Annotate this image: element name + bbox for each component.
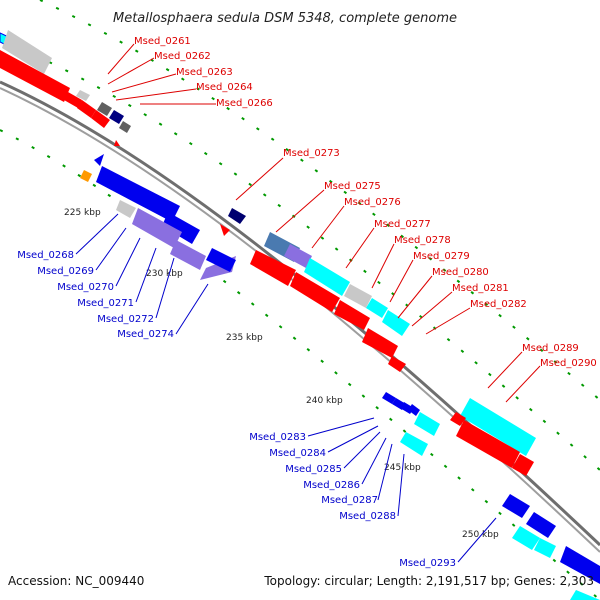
gene-label: Msed_0283	[249, 432, 306, 443]
gene-label: Msed_0274	[117, 329, 174, 340]
gene-labels-bottom: Msed_0268 Msed_0269 Msed_0270 Msed_0271 …	[17, 250, 456, 569]
accession-text: Accession: NC_009440	[8, 574, 144, 588]
gene-label: Msed_0281	[452, 283, 509, 294]
scale-label: 225 kbp	[64, 208, 101, 218]
leader-lines-top	[107, 43, 541, 403]
gene-label: Msed_0271	[77, 298, 134, 309]
gene-label: Msed_0278	[394, 235, 451, 246]
genes-bottom-right	[502, 494, 600, 600]
gene-label: Msed_0277	[374, 219, 431, 230]
gene-label: Msed_0286	[303, 480, 360, 491]
scale-label: 230 kbp	[146, 269, 183, 279]
gene-label: Msed_0287	[321, 495, 378, 506]
gene-label: Msed_0263	[176, 67, 233, 78]
gene-label: Msed_0273	[283, 148, 340, 159]
scale-label: 250 kbp	[462, 530, 499, 540]
gene-labels-top: Msed_0261 Msed_0262 Msed_0263 Msed_0264 …	[134, 36, 597, 369]
scale-label: 235 kbp	[226, 333, 263, 343]
gene-label: Msed_0276	[344, 197, 401, 208]
genes-mid-left	[80, 154, 246, 280]
gene-label: Msed_0284	[269, 448, 326, 459]
gene-label: Msed_0275	[324, 181, 381, 192]
gene-label: Msed_0269	[37, 266, 94, 277]
gene-label: Msed_0288	[339, 511, 396, 522]
gene-label: Msed_0285	[285, 464, 342, 475]
leader-lines-bottom	[75, 213, 497, 563]
map-title: Metallosphaera sedula DSM 5348, complete…	[113, 11, 457, 26]
gene-label: Msed_0293	[399, 558, 456, 569]
gene-label: Msed_0272	[97, 314, 154, 325]
gene-label: Msed_0264	[196, 82, 253, 93]
gene-label: Msed_0282	[470, 299, 527, 310]
gene-label: Msed_0268	[17, 250, 74, 261]
genes-upper-left	[0, 30, 131, 146]
genes-right	[450, 398, 536, 476]
gene-label: Msed_0290	[540, 358, 597, 369]
gene-label: Msed_0280	[432, 267, 489, 278]
genes-central	[250, 232, 410, 372]
scale-label: 240 kbp	[306, 396, 343, 406]
gene-label: Msed_0279	[413, 251, 470, 262]
topology-text: Topology: circular; Length: 2,191,517 bp…	[263, 574, 594, 588]
genes-lower	[382, 392, 440, 456]
gene-label: Msed_0261	[134, 36, 191, 47]
gene-label: Msed_0262	[154, 51, 211, 62]
gene-label: Msed_0266	[216, 98, 273, 109]
gene-label: Msed_0270	[57, 282, 114, 293]
gene-label: Msed_0289	[522, 343, 579, 354]
